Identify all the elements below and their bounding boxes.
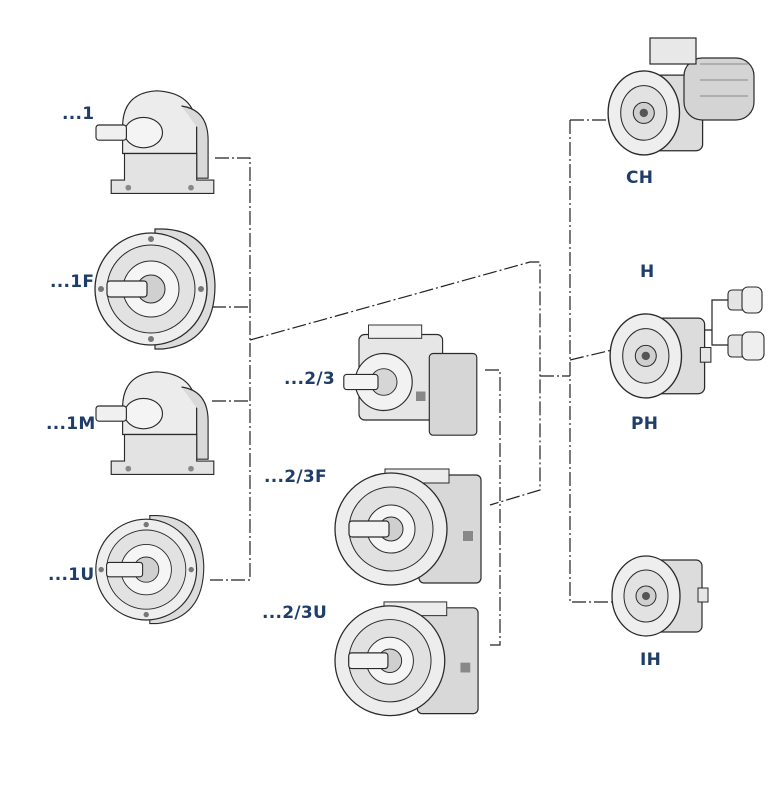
right-label-ih: IH xyxy=(640,650,662,670)
right-tap-ph xyxy=(569,349,613,361)
left-to-right-link xyxy=(249,261,541,506)
motor-icon xyxy=(649,37,755,121)
right-bus-line xyxy=(569,119,612,603)
gear-unit-2-3-icon xyxy=(343,324,478,436)
left-bus-line xyxy=(210,157,251,581)
left-label-1m: ...1M xyxy=(46,414,96,434)
left-label-1: ...1 xyxy=(62,104,95,124)
middle-label-2-3f: ...2/3F xyxy=(264,467,327,487)
gear-unit-1-icon xyxy=(95,90,215,194)
adapter-ph-icon xyxy=(609,313,712,399)
right-label-h: H xyxy=(640,262,655,282)
gear-unit-2-3f-icon xyxy=(334,468,482,586)
right-label-ph: PH xyxy=(631,414,659,434)
gear-unit-1u-icon xyxy=(95,515,205,625)
middle-bus-line xyxy=(485,369,501,646)
left-label-1f: ...1F xyxy=(50,272,95,292)
adapter-ih-icon xyxy=(611,555,709,637)
middle-label-2-3: ...2/3 xyxy=(284,369,336,389)
gear-unit-1m-icon xyxy=(95,371,215,475)
middle-label-2-3u: ...2/3U xyxy=(262,603,328,623)
shaft-coupling-icon xyxy=(727,286,765,361)
gear-unit-1f-icon xyxy=(94,228,216,350)
right-label-ch: CH xyxy=(626,168,654,188)
gear-unit-2-3u-icon xyxy=(334,601,479,717)
left-label-1u: ...1U xyxy=(48,565,95,585)
